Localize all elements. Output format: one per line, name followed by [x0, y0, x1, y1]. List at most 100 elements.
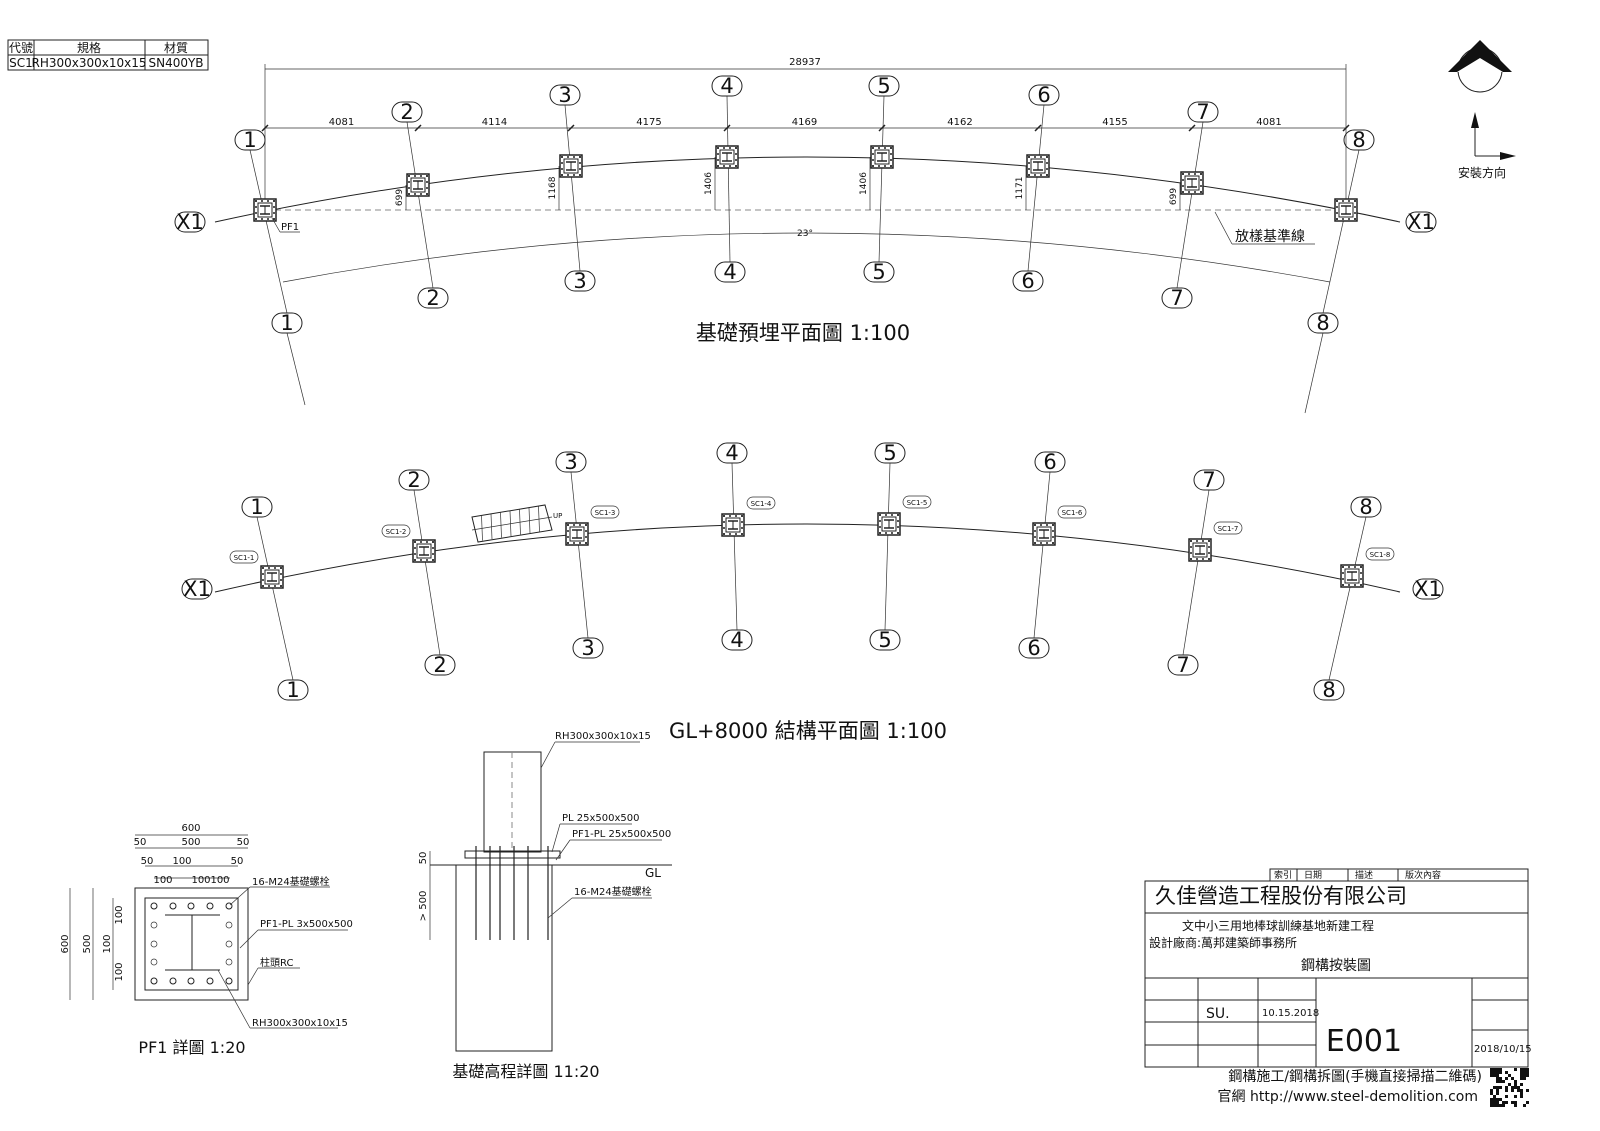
pf1-detail-title: PF1 詳圖 1:20	[138, 1038, 245, 1057]
grid-label: X1	[1407, 210, 1435, 234]
column-base	[1026, 154, 1050, 178]
grid-bubble: 1	[277, 678, 309, 702]
grid-label: 3	[573, 269, 586, 293]
bolt	[169, 977, 177, 985]
project-name: 文中小三用地棒球訓練基地新建工程	[1182, 918, 1374, 933]
column-base	[1188, 538, 1212, 562]
bolt	[206, 977, 214, 985]
elev-dim-500: > 500	[418, 891, 429, 922]
column-tag-label: SC1-8	[1370, 551, 1391, 559]
grid-bubble: 4	[716, 441, 748, 465]
grid-bubble: 7	[1187, 100, 1219, 124]
grid-bubble: 8	[1307, 311, 1339, 335]
grid-label: 4	[720, 74, 733, 98]
grid-label: 7	[1202, 468, 1215, 492]
grid-bubble: 1	[234, 128, 266, 152]
grid-bubble: 2	[391, 100, 423, 124]
dim-50-h: 50	[237, 837, 250, 848]
footer-note: 鋼構施工/鋼構拆圖(手機直接掃描二維碼)	[1228, 1068, 1482, 1085]
tb-header-desc: 描述	[1355, 869, 1373, 881]
grid-line	[1176, 121, 1204, 289]
grid-line	[1322, 149, 1360, 314]
grid-bubble: 1	[241, 495, 273, 519]
spec-header-code: 代號	[9, 41, 33, 55]
grid-line	[413, 489, 441, 656]
span-dimension: 4114	[482, 117, 507, 128]
north-arrow-icon	[1448, 40, 1516, 160]
grid-line	[1328, 516, 1367, 681]
structure-plan: 11SC1-122SC1-233SC1-344SC1-455SC1-566SC1…	[181, 441, 1444, 743]
grid-label: 7	[1170, 286, 1183, 310]
grid-line	[570, 471, 589, 639]
grid-bubble: 1	[271, 311, 303, 335]
reference-line-label: 放樣基準線	[1235, 228, 1305, 245]
grid-line	[731, 462, 738, 631]
column-tag: SC1-1	[229, 550, 259, 564]
grid-line	[286, 332, 306, 406]
qr-code-icon	[1490, 1068, 1529, 1107]
column-tag-label: SC1-7	[1218, 525, 1239, 533]
span-dimension: 4081	[329, 117, 354, 128]
structure-plan-title: GL+8000 結構平面圖 1:100	[669, 719, 947, 743]
span-dimension: 4175	[636, 117, 661, 128]
grid-bubble: 3	[564, 269, 596, 293]
grid-line	[564, 104, 581, 272]
grid-bubble: 3	[549, 83, 581, 107]
bolt	[150, 902, 158, 910]
designer: 設計廠商:萬邦建築師事務所	[1149, 935, 1297, 950]
dim-tick	[414, 124, 422, 132]
grid-bubble: 7	[1193, 468, 1225, 492]
grid-label: 6	[1037, 83, 1050, 107]
bolt	[206, 902, 214, 910]
column-base	[715, 145, 739, 169]
arc-axis-x1	[214, 156, 1401, 223]
dim-500-h: 500	[181, 837, 200, 848]
company-name: 久佳營造工程股份有限公司	[1155, 884, 1407, 908]
grid-bubble: 8	[1343, 128, 1375, 152]
elev-bolts-label: 16-M24基礎螺栓	[574, 885, 652, 898]
tb-header-date: 日期	[1304, 870, 1322, 881]
foundation-plan: 2893740811141146992241751168334169140644…	[174, 57, 1437, 414]
grid-label: 8	[1359, 495, 1372, 519]
column-tag-label: SC1-1	[234, 554, 255, 562]
grid-label: 5	[883, 441, 896, 465]
grid-bubble: 5	[863, 260, 895, 284]
grid-bubble: X1	[174, 210, 206, 234]
grid-label: 4	[730, 628, 743, 652]
dim-100-h: 100	[153, 875, 172, 886]
dim-600-h: 600	[181, 823, 200, 834]
arc-axis-x1	[214, 523, 1401, 593]
grid-line	[256, 516, 294, 681]
column-tag: SC1-7	[1213, 521, 1243, 535]
grid-label: 5	[877, 74, 890, 98]
bolt	[150, 977, 158, 985]
column-base	[406, 173, 430, 197]
leader	[271, 217, 281, 233]
pf1-plate-label: PF1-PL 3x500x500	[260, 919, 353, 930]
grid-label: 1	[286, 678, 299, 702]
tb-header-index: 索引	[1274, 869, 1292, 881]
grid-bubble: 8	[1350, 495, 1382, 519]
grid-bubble: 6	[1018, 636, 1050, 660]
dim-tick	[1188, 124, 1196, 132]
grid-bubble: 7	[1161, 286, 1193, 310]
grid-bubble: 6	[1012, 269, 1044, 293]
dim-tick	[567, 124, 575, 132]
grid-label: X1	[176, 210, 204, 234]
grid-line	[1027, 104, 1045, 272]
grid-label: 1	[250, 495, 263, 519]
column-base	[870, 145, 894, 169]
dim-50-h: 50	[141, 856, 154, 867]
dim-50-h: 50	[134, 837, 147, 848]
grid-line	[878, 95, 885, 263]
grid-label: 7	[1196, 100, 1209, 124]
grid-bubble: 4	[714, 260, 746, 284]
offset-dimension: 1406	[859, 172, 869, 195]
grid-label: 2	[400, 100, 413, 124]
spec-material: SN400YB	[148, 56, 203, 70]
dim-tick	[1034, 124, 1042, 132]
install-direction-label: 安裝方向	[1458, 165, 1506, 180]
elev-section-label: RH300x300x10x15	[555, 731, 651, 742]
angle-label: 23°	[797, 229, 813, 239]
spec-section: RH300x300x10x15	[31, 56, 146, 70]
